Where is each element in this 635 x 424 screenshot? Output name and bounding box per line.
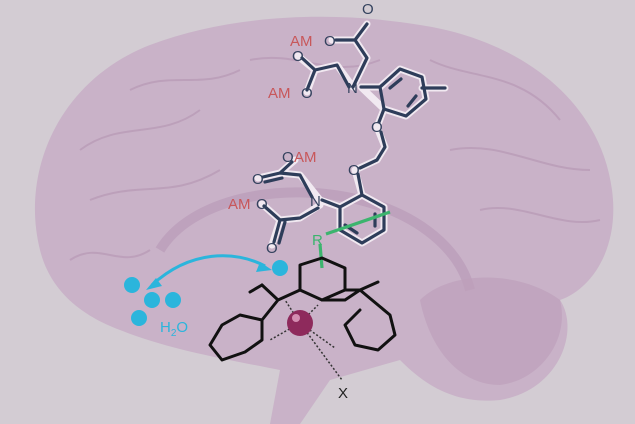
nitrogen-label: N xyxy=(347,80,358,97)
water-label: H2O xyxy=(160,319,188,339)
oxygen-label: O xyxy=(301,85,313,102)
oxygen-label: O xyxy=(324,33,336,50)
am-label-low: AM xyxy=(228,196,251,213)
oxygen-label: O xyxy=(256,196,268,213)
oxygen-label: O xyxy=(292,48,304,65)
oxygen-label: O xyxy=(362,1,374,18)
am-label-top: AM xyxy=(290,33,313,50)
water-ion-sphere xyxy=(131,310,147,326)
oxygen-label: O xyxy=(252,171,264,188)
brain-background xyxy=(34,16,614,424)
water-exchange: H2O xyxy=(124,254,288,339)
r-group-label: R xyxy=(312,232,323,249)
water-ion-sphere xyxy=(165,292,181,308)
water-ion-sphere xyxy=(144,292,160,308)
nitrogen-label: N xyxy=(310,193,321,210)
exchange-arrow xyxy=(150,254,266,287)
oxygen-label: O xyxy=(266,240,278,257)
water-ion-sphere xyxy=(124,277,140,293)
fura-molecule-structure: AM O O O AM O N O O O AM O N AM O O xyxy=(228,1,449,257)
linker-r-group: R xyxy=(312,210,391,269)
oxygen-label: O xyxy=(371,119,383,136)
am-label-mid: AM xyxy=(268,85,291,102)
metal-ion-sphere xyxy=(287,310,313,336)
bound-water-sphere xyxy=(272,260,288,276)
oxygen-label: O xyxy=(348,162,360,179)
ligand-x-label: X xyxy=(338,385,348,402)
metal-complex-structure: X xyxy=(208,256,397,402)
am-label-oam: AM xyxy=(294,149,317,166)
oxygen-label: O xyxy=(282,149,294,166)
